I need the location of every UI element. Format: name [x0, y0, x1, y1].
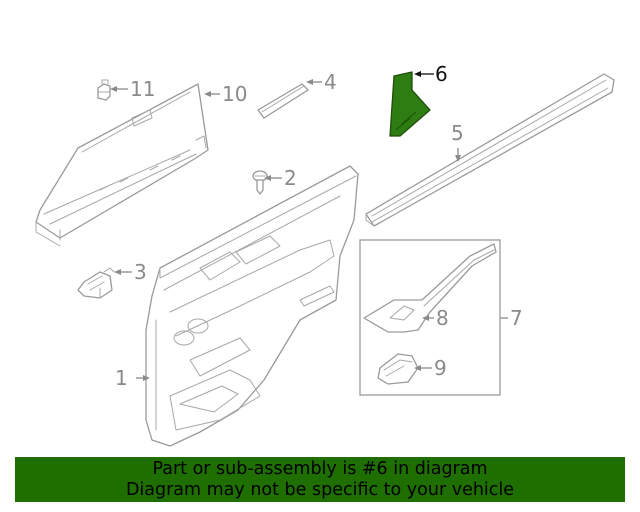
callout-4: 4 [324, 70, 337, 94]
callout-6: 6 [435, 62, 448, 86]
part-9-switch [377, 353, 419, 385]
parts-diagram: 1 2 3 4 5 6 7 8 9 10 11 [35, 62, 615, 447]
leader-lines [110, 71, 508, 381]
part-11-clip [97, 79, 111, 101]
callout-2: 2 [284, 166, 297, 190]
part-10-panel [35, 83, 209, 247]
banner-line-2: Diagram may not be specific to your vehi… [125, 480, 515, 500]
part-8-bezel [363, 243, 497, 333]
banner-line-1: Part or sub-assembly is #6 in diagram [152, 459, 488, 479]
callout-5: 5 [451, 121, 464, 145]
callout-1: 1 [115, 366, 128, 390]
callout-11: 11 [130, 77, 155, 101]
part-3-bracket [77, 267, 115, 299]
part-2-screw [252, 170, 268, 195]
part-6-highlighted [389, 71, 431, 137]
part-5-moulding [365, 73, 615, 227]
callout-3: 3 [134, 260, 147, 284]
part-1-door-panel [145, 165, 359, 447]
info-banner: Part or sub-assembly is #6 in diagram Di… [15, 457, 625, 502]
callout-7: 7 [510, 306, 523, 330]
callout-10: 10 [222, 82, 247, 106]
part-4-trim [257, 83, 309, 119]
callout-8: 8 [436, 306, 449, 330]
callout-9: 9 [434, 356, 447, 380]
